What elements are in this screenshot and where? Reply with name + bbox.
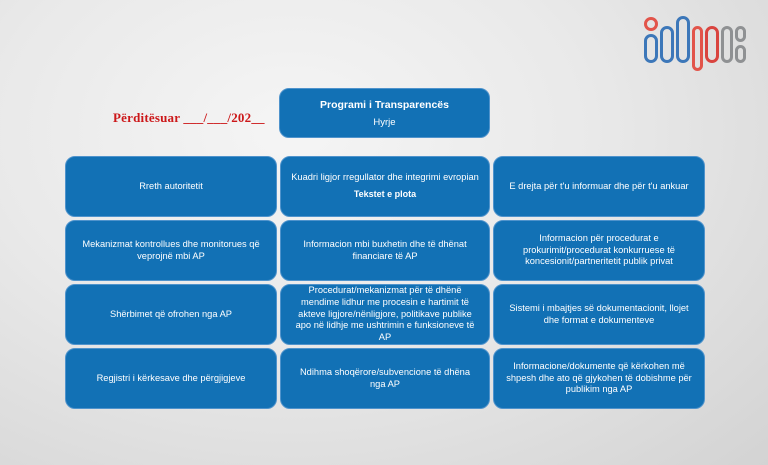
section-label: Sistemi i mbajtjes së dokumentacionit, l…: [509, 302, 689, 325]
section-label: Regjistri i kërkesave dhe përgjigjeve: [96, 372, 246, 383]
section-box-sistemi-i-mbajtjes[interactable]: Sistemi i mbajtjes së dokumentacionit, l…: [493, 284, 705, 345]
section-label: Informacione/dokumente që kërkohen më sh…: [506, 360, 692, 395]
section-box-informacion-buxheti[interactable]: Informacion mbi buxhetin dhe të dhënat f…: [280, 220, 490, 281]
section-label: Ndihma shoqërore/subvencione të dhëna ng…: [299, 366, 471, 389]
logo-bar-icon: [660, 26, 674, 63]
logo-bar-icon: [705, 26, 719, 63]
section-label: Mekanizmat kontrollues dhe monitorues që…: [82, 238, 260, 261]
section-box-mekanizmat-kontrollues[interactable]: Mekanizmat kontrollues dhe monitorues që…: [65, 220, 277, 281]
section-label: Rreth autoritetit: [139, 180, 203, 191]
section-box-kuadri-ligjor[interactable]: Kuadri ligjor rregullator dhe integrimi …: [280, 156, 490, 217]
section-box-procedurat-mekanizmat-mendime[interactable]: Procedurat/mekanizmat për të dhënë mendi…: [280, 284, 490, 345]
section-label: Kuadri ligjor rregullator dhe integrimi …: [291, 172, 479, 183]
section-box-rreth-autoritetit[interactable]: Rreth autoritetit: [65, 156, 277, 217]
page-title: Programi i Transparencës: [320, 98, 449, 111]
logo-bar-icon: [735, 45, 746, 63]
section-box-regjistri-i-kerkesave[interactable]: Regjistri i kërkesave dhe përgjigjeve: [65, 348, 277, 409]
logo-bar-icon: [644, 34, 658, 63]
logo-bar-icon: [692, 26, 703, 71]
section-sublabel: Tekstet e plota: [353, 189, 417, 200]
section-box-informacione-dokumente[interactable]: Informacione/dokumente që kërkohen më sh…: [493, 348, 705, 409]
header-subtitle: Hyrje: [373, 116, 396, 128]
section-box-procedurat-e-prokurimit[interactable]: Informacion për procedurat e prokurimit/…: [493, 220, 705, 281]
updated-date-label: Përditësuar ___/___/202__: [113, 110, 265, 125]
logo-dot-icon: [644, 17, 658, 31]
section-box-sherbimet[interactable]: Shërbimet që ofrohen nga AP: [65, 284, 277, 345]
header-box-programi-i-transparences[interactable]: Programi i Transparencës Hyrje: [279, 88, 490, 138]
section-label: Informacion mbi buxhetin dhe të dhënat f…: [303, 238, 467, 261]
section-label: Informacion për procedurat e prokurimit/…: [523, 232, 675, 267]
logo-bar-icon: [721, 26, 733, 63]
logo-bar-icon: [676, 16, 690, 63]
sections-grid: Rreth autoritetit Kuadri ligjor rregulla…: [65, 156, 705, 409]
idp-logo: [642, 16, 746, 73]
section-box-e-drejta-per-tu-informuar[interactable]: E drejta për t'u informuar dhe për t'u a…: [493, 156, 705, 217]
section-label: Shërbimet që ofrohen nga AP: [110, 308, 232, 319]
section-label: Procedurat/mekanizmat për të dhënë mendi…: [295, 284, 475, 343]
section-label: E drejta për t'u informuar dhe për t'u a…: [509, 180, 689, 191]
section-box-ndihma-shoqerore[interactable]: Ndihma shoqërore/subvencione të dhëna ng…: [280, 348, 490, 409]
logo-bar-icon: [735, 26, 746, 42]
